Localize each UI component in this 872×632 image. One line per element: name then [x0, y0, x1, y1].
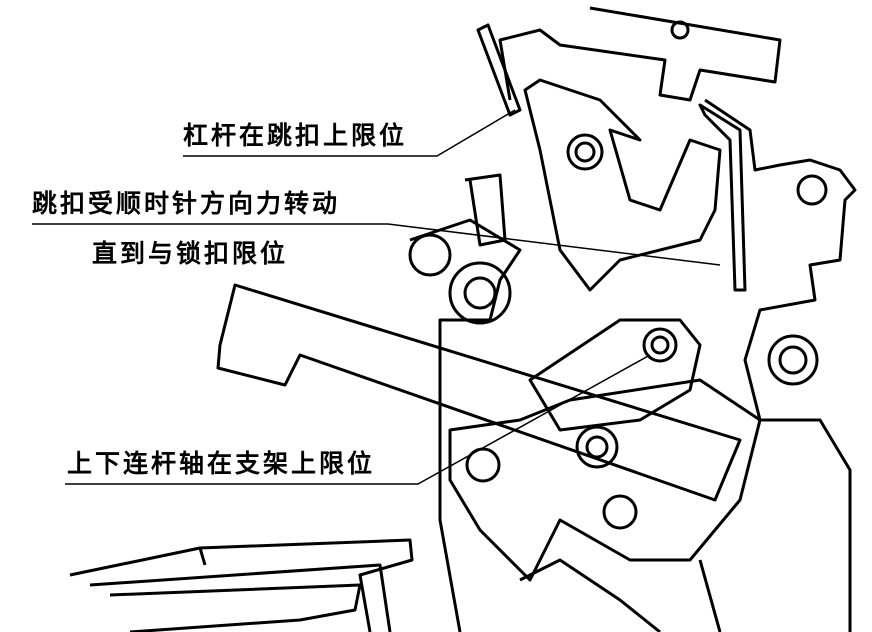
trip-catch	[523, 78, 722, 292]
center-pin	[575, 425, 619, 469]
latch-spring	[698, 103, 747, 292]
trip-pivot	[566, 133, 604, 171]
bottom-contact	[69, 538, 414, 632]
label-link-shaft-limit: 上下连杆轴在支架上限位	[67, 449, 376, 478]
lower-link	[448, 378, 762, 582]
right-lower-pin	[767, 334, 819, 386]
left-mid-pin-inner	[463, 276, 497, 310]
lower-right-pin	[602, 494, 638, 530]
right-lower-pin-inner	[778, 345, 808, 375]
link-shaft-inner	[650, 335, 670, 355]
handle-arm	[216, 283, 742, 502]
leader-link	[65, 354, 651, 485]
center-pin-inner	[585, 435, 609, 459]
leader-lever	[183, 109, 516, 157]
lower-left-pin	[465, 447, 501, 483]
right-upper-pin	[796, 174, 828, 206]
label-trip-rotate-line1: 跳扣受顺时针方向力转动	[32, 189, 341, 218]
label-lever-limit: 杠杆在跳扣上限位	[183, 121, 408, 150]
left-frame	[409, 173, 522, 632]
lever-tip	[476, 23, 522, 117]
top-plate	[498, 6, 782, 102]
trip-pivot-inner	[574, 141, 596, 163]
top-pin	[670, 20, 690, 40]
upper-link	[528, 318, 702, 432]
right-bracket	[704, 98, 857, 632]
bottom-part	[519, 558, 722, 632]
left-upper-pin	[408, 233, 452, 277]
leader-trip	[32, 223, 721, 266]
left-mid-pin	[448, 261, 512, 325]
link-shaft	[642, 327, 678, 363]
label-trip-rotate-line2: 直到与锁扣限位	[92, 239, 289, 268]
